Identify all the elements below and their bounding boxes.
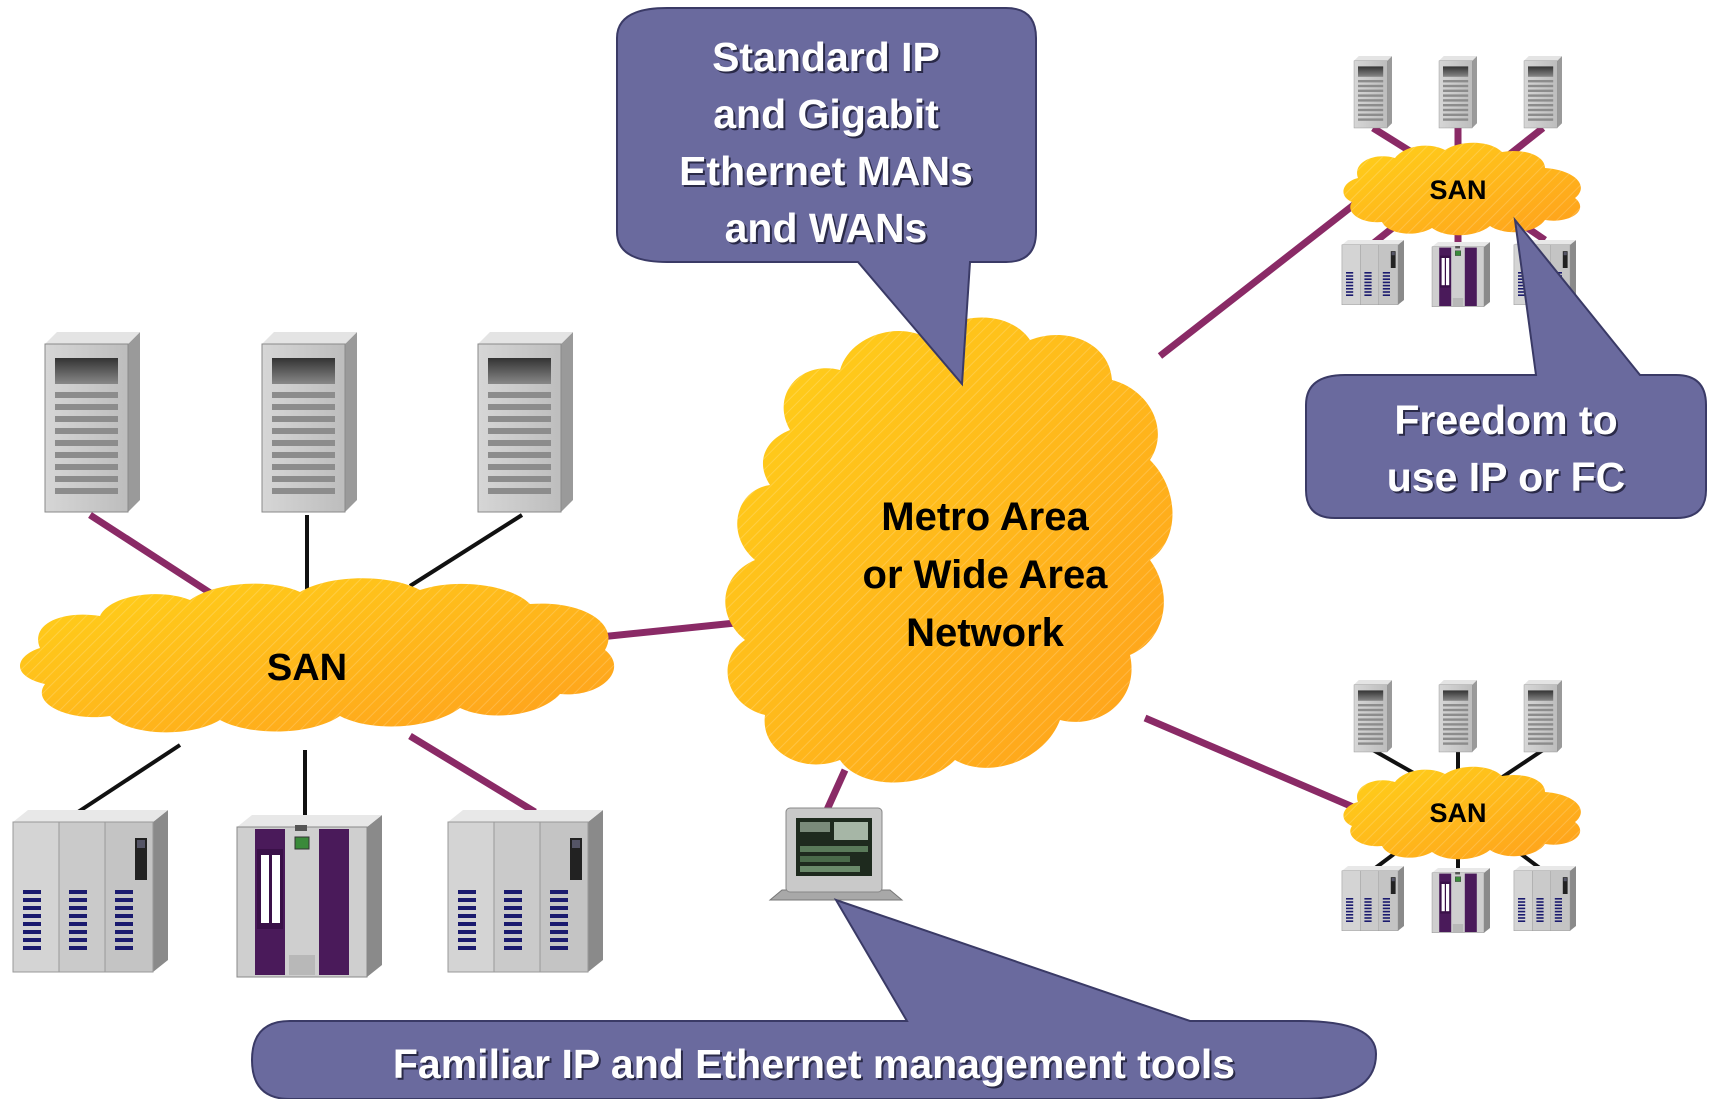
wan-label-line-1: Metro Area	[881, 495, 1089, 539]
disk-array-icon	[1513, 865, 1577, 931]
fc-link	[88, 512, 217, 599]
server-icon	[1353, 55, 1393, 129]
callout-ip-line-4: and WANs	[725, 205, 928, 251]
callout-freedom: Freedom to Freedom to use IP or FC use I…	[1305, 216, 1707, 519]
callout-ip-line-2: and Gigabit	[713, 91, 939, 137]
wan-label-line-3: Network	[906, 611, 1065, 655]
callout-ip-line-4-shadow: and WANs	[727, 207, 930, 253]
callout-ip-line-3-shadow: Ethernet MANs	[681, 150, 975, 196]
server-icon	[44, 331, 141, 513]
disk-array-icon	[1341, 865, 1405, 931]
ip-link	[76, 743, 182, 814]
san-cloud-main: SAN	[20, 578, 615, 733]
disk-array-icon	[1341, 239, 1405, 305]
callout-freedom-line-1-shadow: Freedom to	[1396, 399, 1619, 445]
server-icon	[1438, 679, 1478, 753]
server-icon	[1438, 55, 1478, 129]
wan-link	[1143, 714, 1362, 814]
san-main-label: SAN	[267, 647, 347, 689]
callout-ip-line-2-shadow: and Gigabit	[715, 93, 941, 139]
callout-freedom-line-2: use IP or FC	[1387, 454, 1625, 500]
server-icon	[1353, 679, 1393, 753]
fc-link	[408, 733, 537, 815]
server-icon	[261, 331, 358, 513]
server-icon	[1523, 55, 1563, 129]
callout-management: Familiar IP and Ethernet management tool…	[250, 898, 1378, 1099]
san-top-right-label: SAN	[1429, 175, 1486, 205]
disk-array-icon	[447, 809, 604, 973]
wan-link	[599, 618, 746, 641]
wan-cloud: Metro Area or Wide Area Network	[725, 317, 1173, 783]
callout-ip-line-1-shadow: Standard IP	[714, 36, 942, 82]
callout-management-text-shadow: Familiar IP and Ethernet management tool…	[395, 1043, 1237, 1089]
tape-library-icon	[1431, 867, 1491, 933]
san-bottom-right-label: SAN	[1429, 798, 1486, 828]
ip-link	[408, 513, 524, 588]
callout-ip-line-1: Standard IP	[712, 34, 940, 80]
wan-link	[1157, 197, 1363, 359]
management-workstation-icon	[768, 807, 904, 901]
san-cloud-bottom-right: SAN	[1343, 766, 1581, 860]
tape-library-icon	[236, 814, 383, 978]
wan-label-line-2: or Wide Area	[863, 553, 1109, 597]
server-icon	[1523, 679, 1563, 753]
server-icon	[477, 331, 574, 513]
callout-freedom-line-1: Freedom to	[1394, 397, 1617, 443]
mgmt-link	[822, 768, 849, 814]
tape-library-icon	[1431, 241, 1491, 307]
san-cloud-top-right: SAN	[1343, 142, 1581, 236]
disk-array-icon	[12, 809, 169, 973]
callout-freedom-line-2-shadow: use IP or FC	[1389, 456, 1627, 502]
callout-ip-line-3: Ethernet MANs	[679, 148, 973, 194]
callout-management-text: Familiar IP and Ethernet management tool…	[393, 1041, 1235, 1087]
callout-ip-networks: Standard IP Standard IP and Gigabit and …	[616, 7, 1037, 387]
